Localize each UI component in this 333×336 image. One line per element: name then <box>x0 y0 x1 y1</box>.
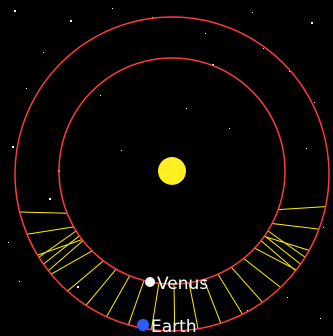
star <box>229 128 230 129</box>
sun-icon <box>158 157 186 185</box>
star <box>43 52 44 53</box>
star <box>314 102 315 103</box>
star <box>26 88 27 89</box>
star <box>12 146 14 148</box>
star <box>306 148 307 149</box>
star <box>8 242 9 243</box>
star <box>70 20 72 22</box>
venus-dot <box>145 277 155 287</box>
venus-label: Venus <box>157 274 208 294</box>
earth-label: Earth <box>151 317 197 336</box>
star <box>77 286 79 288</box>
star <box>287 297 288 298</box>
star <box>49 198 51 200</box>
star <box>323 227 324 228</box>
star <box>100 95 101 96</box>
star <box>311 22 313 24</box>
star <box>14 10 16 12</box>
star <box>205 33 206 34</box>
earth-dot <box>137 319 149 331</box>
star <box>252 12 253 13</box>
star <box>112 8 113 9</box>
star <box>320 318 321 319</box>
star <box>263 48 264 49</box>
star <box>121 150 122 151</box>
star <box>19 281 20 282</box>
star <box>186 108 187 109</box>
